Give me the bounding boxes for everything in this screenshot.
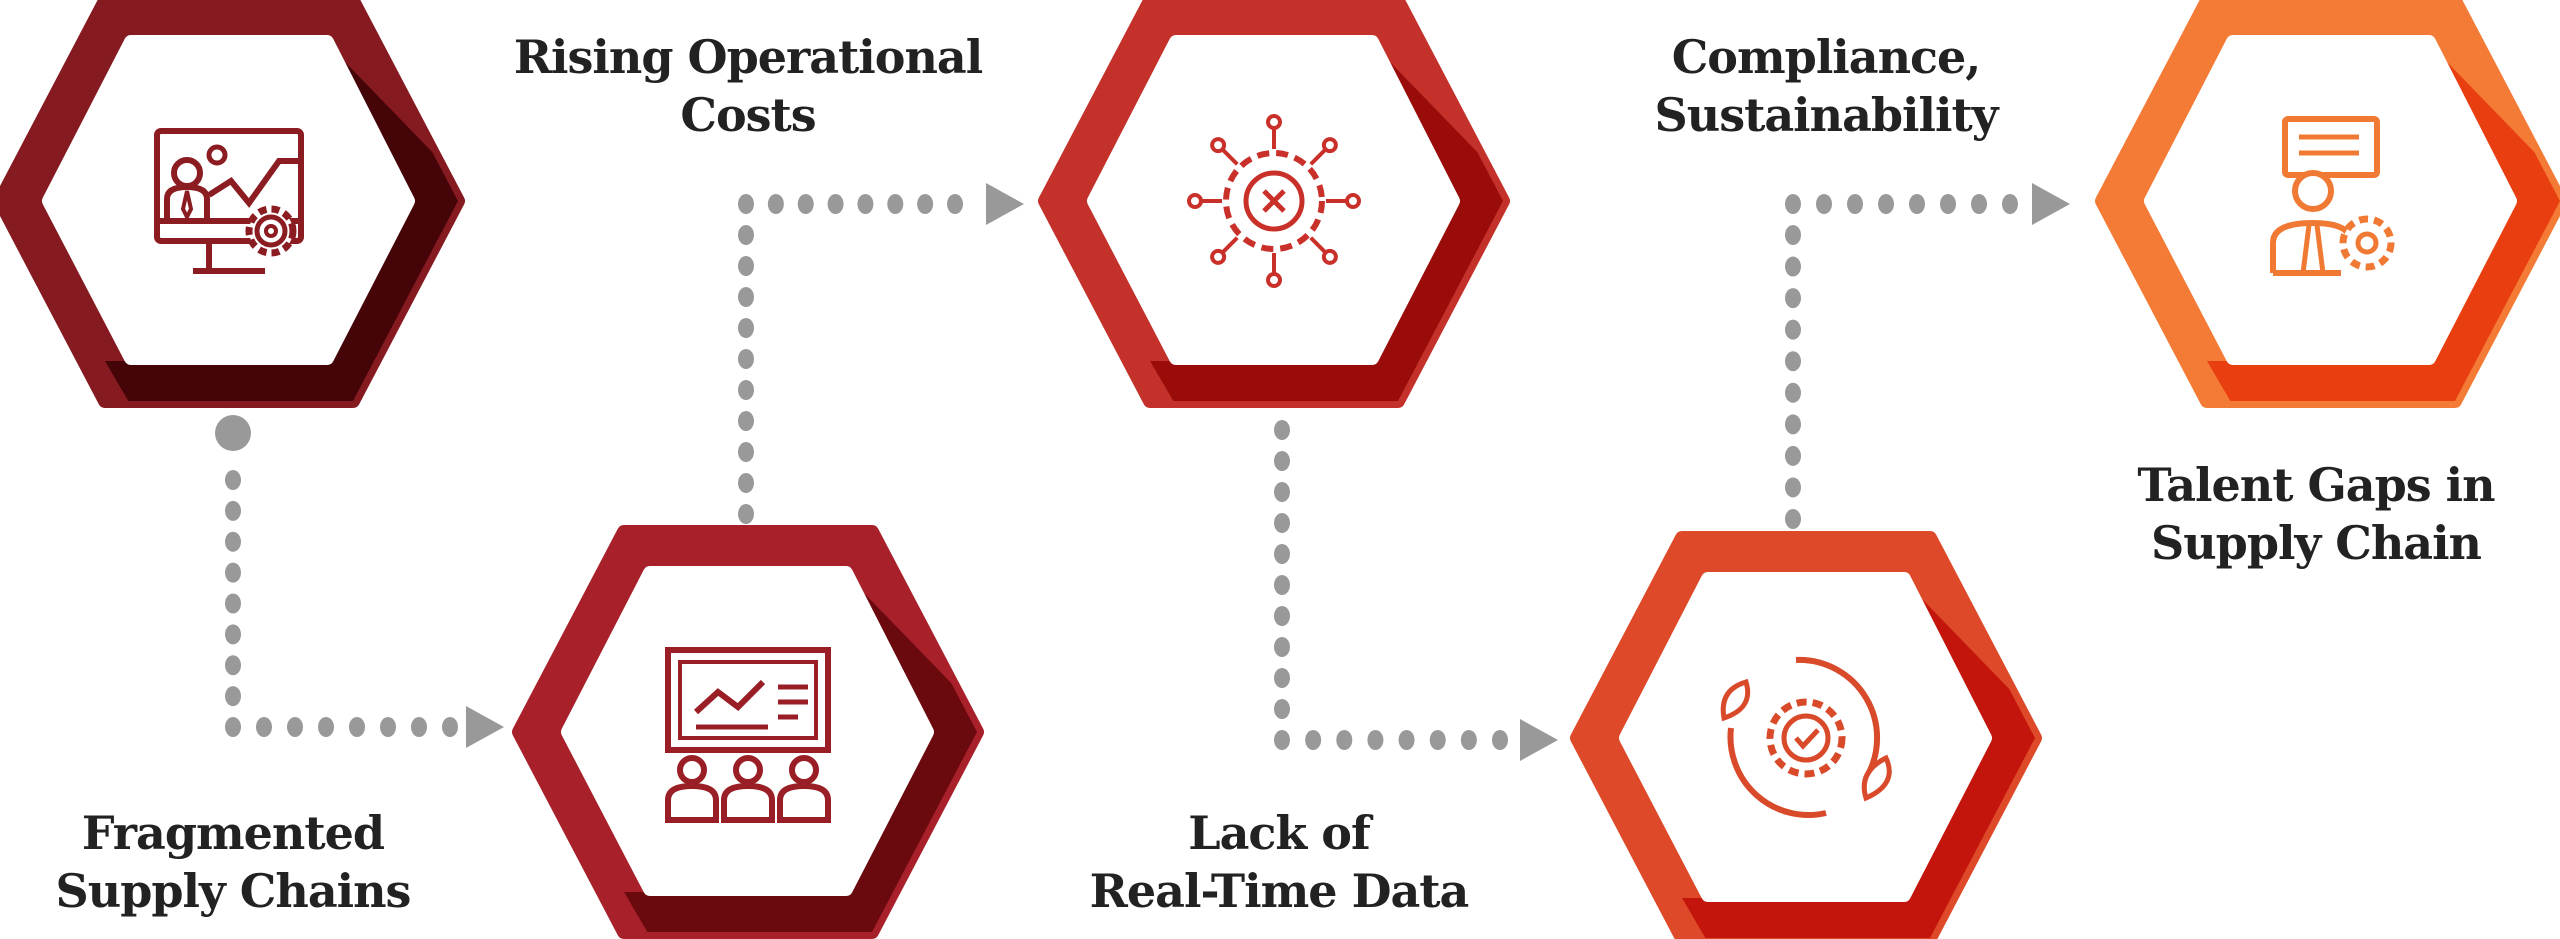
label-rising-operational-costs: Rising Operational Costs [513,28,983,144]
hexagon-talent-gaps [2095,0,2560,408]
connector-4-arrow [2032,183,2070,225]
label-line: Costs [680,88,816,142]
team-presentation-board-icon [665,647,831,823]
hexagon-rising-operational-costs [512,525,984,939]
label-fragmented-supply-chains: Fragmented Supply Chains [55,804,412,920]
connector-2-horizontal [738,194,963,214]
connector-4-vertical [1785,225,1801,529]
network-gear-error-icon [1187,114,1361,288]
connector-3-vertical [1274,420,1290,719]
hexagon-inner [42,35,415,365]
label-talent-gaps: Talent Gaps in Supply Chain [2137,456,2495,572]
hexagon-lack-of-real-time-data [1038,0,1510,408]
hexagon-compliance-sustainability [1570,531,2042,939]
hexagon-fragmented-supply-chains [0,0,465,408]
person-gear-chat-icon [2270,116,2395,276]
label-line: Fragmented [81,806,385,860]
connector-1-arrow [466,706,504,748]
label-line: Sustainability [1654,88,1999,142]
hexagon-inner [1619,572,1992,902]
label-line: Compliance, [1671,30,1982,84]
hexagon-inner [561,566,934,896]
label-line: Talent Gaps in [2137,458,2495,512]
connector-2-vertical [738,225,754,524]
presenter-monitor-gear-icon [154,128,304,274]
label-compliance-sustainability: Compliance, Sustainability [1654,28,1999,144]
label-lack-of-real-time-data: Lack of Real-Time Data [1089,804,1470,920]
label-line: Supply Chain [2150,516,2482,570]
connector-3-arrow [1520,719,1558,761]
eco-gear-cycle-icon [1720,656,1892,818]
connector-2-arrow [986,183,1024,225]
label-line: Rising Operational [513,30,983,84]
connector-1-vertical [225,470,241,737]
connector-3-horizontal [1274,730,1508,750]
label-line: Lack of [1188,806,1371,860]
connector-4-horizontal [1785,194,2018,214]
connector-1-horizontal [256,717,458,737]
label-line: Supply Chains [55,864,412,918]
start-dot [215,415,251,451]
label-line: Real-Time Data [1089,864,1470,918]
